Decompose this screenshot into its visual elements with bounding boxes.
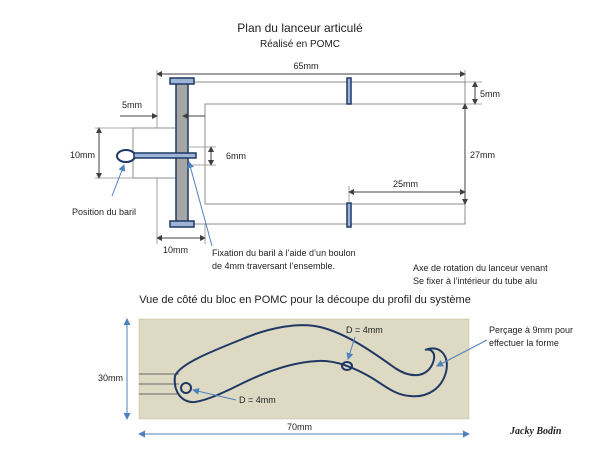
- pivot-hole-d4: [180, 382, 192, 394]
- hole-d4-middle: [341, 361, 353, 371]
- dim-label-70mm: 70mm: [287, 422, 312, 432]
- label-position-baril: Position du baril: [72, 207, 136, 217]
- label-d4-top: D = 4mm: [346, 325, 383, 335]
- pomc-block: [138, 318, 470, 420]
- dim-label-30mm: 30mm: [98, 373, 123, 383]
- side-view-heading: Vue de côté du bloc en POMC pour la déco…: [139, 294, 471, 306]
- leader-d4-top: [346, 336, 356, 360]
- dim-label-25mm: 25mm: [393, 179, 418, 189]
- diagram-subtitle: Réalisé en POMC: [260, 39, 340, 50]
- leader-baril: [111, 164, 126, 197]
- dim-label-5mm-right: 5mm: [480, 89, 500, 99]
- dim-label-5mm-left: 5mm: [122, 100, 142, 110]
- note-fixation-line2: de 4mm traversant l’ensemble.: [212, 261, 335, 271]
- leader-d4-bottom: [192, 387, 237, 401]
- fixation-bolt: [133, 152, 197, 159]
- leader-fixation: [187, 161, 213, 247]
- label-d4-bottom: D = 4mm: [239, 395, 276, 405]
- articulation-bar-bottom-cap: [169, 220, 195, 228]
- baril-circle: [116, 149, 136, 163]
- axis-pin-bottom: [346, 202, 352, 228]
- note-percage-line1: Perçage à 9mm pour: [489, 325, 573, 335]
- dim-label-27mm: 27mm: [470, 150, 495, 160]
- articulation-bar-top-cap: [169, 77, 195, 85]
- note-axe-line1: Axe de rotation du lanceur venant: [413, 263, 548, 273]
- diagram-title: Plan du lanceur articulé: [237, 21, 363, 35]
- author-signature: Jacky Bodin: [509, 426, 562, 437]
- dim-label-10mm-bottom: 10mm: [163, 245, 188, 255]
- axis-pin-top: [346, 77, 352, 105]
- dim-label-6mm: 6mm: [226, 151, 246, 161]
- note-axe-line2: Se fixer à l’intérieur du tube alu: [413, 276, 537, 286]
- dim-label-65mm: 65mm: [293, 61, 318, 71]
- note-fixation-line1: Fixation du baril à l’aide d’un boulon: [212, 248, 356, 258]
- note-percage-line2: effectuer la forme: [489, 338, 559, 348]
- leader-percage: [436, 339, 488, 367]
- launcher-profile-outline: [173, 324, 448, 404]
- dim-label-10mm-left: 10mm: [70, 150, 95, 160]
